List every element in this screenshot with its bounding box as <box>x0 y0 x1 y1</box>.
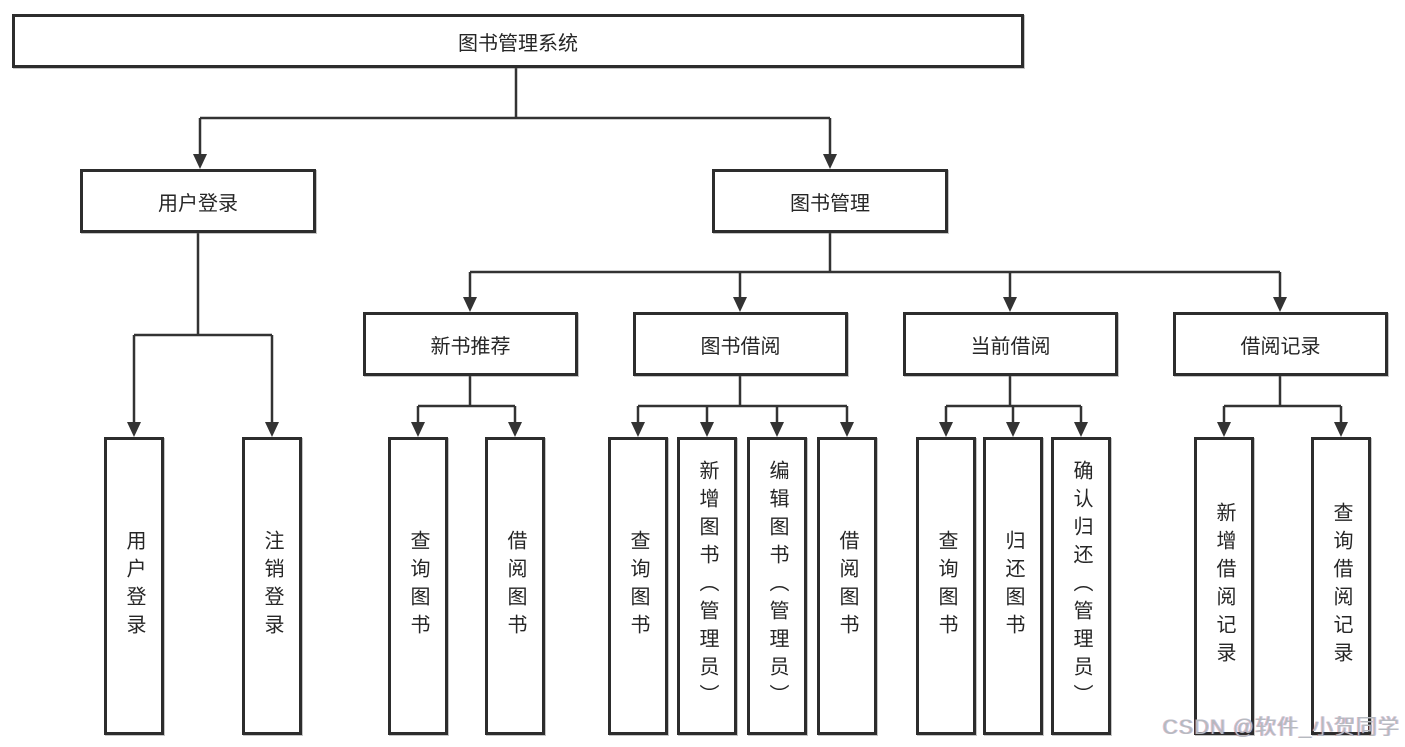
node-book-management-label: 图书管理 <box>790 192 870 215</box>
leaf-logout: 注销登录 <box>242 437 302 735</box>
leaf-borrow-books-2-label: 借阅图书 <box>836 530 858 642</box>
node-book-borrow: 图书借阅 <box>633 312 848 376</box>
leaf-confirm-return-admin-label: 确认归还（管理员） <box>1070 460 1092 712</box>
leaf-logout-label: 注销登录 <box>261 530 283 642</box>
leaf-query-borrow-record: 查询借阅记录 <box>1311 437 1371 735</box>
node-current-borrow-label: 当前借阅 <box>970 335 1051 358</box>
leaf-query-books-borrow: 查询图书 <box>608 437 668 735</box>
node-book-borrow-label: 图书借阅 <box>700 335 781 358</box>
leaf-query-books-current-label: 查询图书 <box>935 530 957 642</box>
node-current-borrow: 当前借阅 <box>903 312 1118 376</box>
leaf-query-books-recommend: 查询图书 <box>388 437 448 735</box>
node-borrow-records: 借阅记录 <box>1173 312 1388 376</box>
leaf-add-borrow-record-label: 新增借阅记录 <box>1213 502 1235 670</box>
leaf-query-books-recommend-label: 查询图书 <box>407 530 429 642</box>
node-borrow-records-label: 借阅记录 <box>1240 335 1321 358</box>
leaf-confirm-return-admin: 确认归还（管理员） <box>1051 437 1111 735</box>
leaf-edit-book-admin-label: 编辑图书（管理员） <box>766 460 788 712</box>
node-book-management: 图书管理 <box>712 169 948 233</box>
leaf-query-books-current: 查询图书 <box>916 437 976 735</box>
leaf-edit-book-admin: 编辑图书（管理员） <box>747 437 807 735</box>
leaf-query-books-borrow-label: 查询图书 <box>627 530 649 642</box>
leaf-add-book-admin-label: 新增图书（管理员） <box>696 460 718 712</box>
node-root-label: 图书管理系统 <box>458 32 578 55</box>
node-new-book-recommend-label: 新书推荐 <box>430 335 511 358</box>
leaf-borrow-books-recommend-label: 借阅图书 <box>504 530 526 642</box>
node-user-login: 用户登录 <box>80 169 316 233</box>
node-root: 图书管理系统 <box>12 14 1024 68</box>
arrowheads <box>127 154 1348 437</box>
leaf-add-book-admin: 新增图书（管理员） <box>677 437 737 735</box>
leaf-user-login: 用户登录 <box>104 437 164 735</box>
node-new-book-recommend: 新书推荐 <box>363 312 578 376</box>
node-user-login-label: 用户登录 <box>158 192 238 215</box>
leaf-borrow-books-recommend: 借阅图书 <box>485 437 545 735</box>
leaf-return-book: 归还图书 <box>983 437 1043 735</box>
leaf-add-borrow-record: 新增借阅记录 <box>1194 437 1254 735</box>
watermark: CSDN @软件_小贺同学 <box>1162 716 1400 739</box>
leaf-return-book-label: 归还图书 <box>1002 530 1024 642</box>
leaf-user-login-label: 用户登录 <box>123 530 145 642</box>
leaf-query-borrow-record-label: 查询借阅记录 <box>1330 502 1352 670</box>
leaf-borrow-books-2: 借阅图书 <box>817 437 877 735</box>
